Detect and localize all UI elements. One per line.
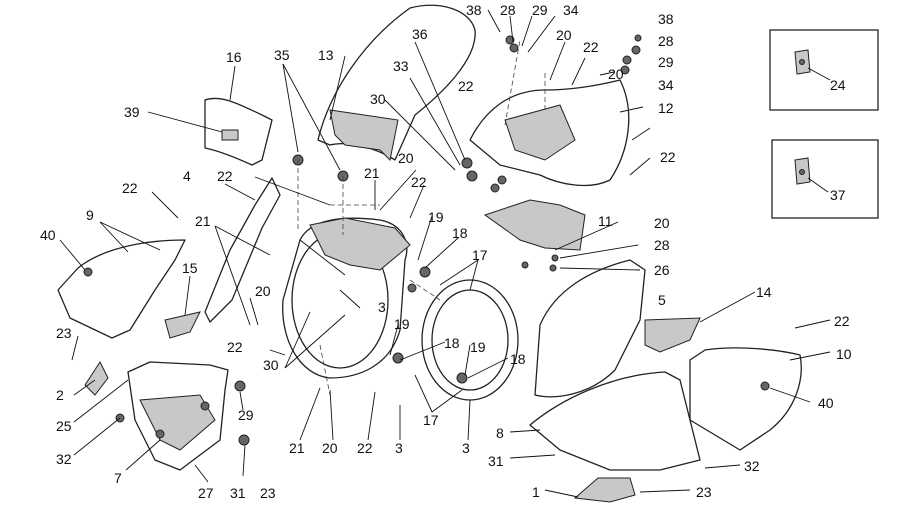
inset-label-bottom: 37 bbox=[830, 187, 846, 203]
callout-11: 11 bbox=[598, 213, 613, 229]
callout-20: 20 bbox=[322, 440, 338, 456]
callout-2: 2 bbox=[56, 387, 64, 403]
callout-28: 28 bbox=[654, 237, 670, 253]
callout-16: 16 bbox=[226, 49, 242, 65]
part-5-panel bbox=[534, 259, 646, 398]
callout-25: 25 bbox=[56, 418, 72, 434]
callout-18: 18 bbox=[444, 335, 460, 351]
callout-18: 18 bbox=[452, 225, 468, 241]
callout-3: 3 bbox=[378, 299, 386, 315]
callout-19: 19 bbox=[470, 339, 486, 355]
callout-9: 9 bbox=[86, 207, 94, 223]
part-windscreen-bracket bbox=[329, 109, 399, 162]
fasteners bbox=[115, 34, 642, 446]
part-40-marker bbox=[83, 267, 93, 277]
inset-box-bottom bbox=[771, 139, 879, 219]
callout-22: 22 bbox=[227, 339, 243, 355]
part-4-strip bbox=[204, 177, 281, 323]
callout-21: 21 bbox=[364, 165, 380, 181]
callout-40: 40 bbox=[818, 395, 834, 411]
callout-38: 38 bbox=[658, 11, 674, 27]
callout-22: 22 bbox=[834, 313, 850, 329]
callout-17: 17 bbox=[423, 412, 439, 428]
callout-22: 22 bbox=[357, 440, 373, 456]
callout-20: 20 bbox=[255, 283, 271, 299]
callout-38: 38 bbox=[466, 2, 482, 18]
callout-27: 27 bbox=[198, 485, 214, 501]
callout-19: 19 bbox=[394, 316, 410, 332]
callout-29: 29 bbox=[658, 54, 674, 70]
part-1-bracket bbox=[573, 477, 636, 503]
callout-17: 17 bbox=[472, 247, 488, 263]
callout-19: 19 bbox=[428, 209, 444, 225]
callout-7: 7 bbox=[114, 470, 122, 486]
callout-22: 22 bbox=[217, 168, 233, 184]
callout-10: 10 bbox=[836, 346, 852, 362]
callout-22: 22 bbox=[583, 39, 599, 55]
callout-15: 15 bbox=[182, 260, 198, 276]
callout-3: 3 bbox=[395, 440, 403, 456]
callout-18: 18 bbox=[510, 351, 526, 367]
callout-12: 12 bbox=[658, 100, 674, 116]
callout-28: 28 bbox=[658, 33, 674, 49]
part-3-top-bracket bbox=[309, 217, 411, 271]
callout-31: 31 bbox=[230, 485, 246, 501]
callout-22: 22 bbox=[458, 78, 474, 94]
callout-33: 33 bbox=[393, 58, 409, 74]
callout-23: 23 bbox=[56, 325, 72, 341]
callout-34: 34 bbox=[658, 77, 674, 93]
callout-36: 36 bbox=[412, 26, 428, 42]
callout-29: 29 bbox=[532, 2, 548, 18]
callout-20: 20 bbox=[654, 215, 670, 231]
part-11-bracket bbox=[483, 199, 586, 251]
callout-23: 23 bbox=[696, 484, 712, 500]
callout-26: 26 bbox=[654, 262, 670, 278]
callout-23: 23 bbox=[260, 485, 276, 501]
callout-35: 35 bbox=[274, 47, 290, 63]
callout-29: 29 bbox=[238, 407, 254, 423]
part-10-fairing bbox=[689, 347, 802, 451]
part-15-panel bbox=[164, 311, 201, 339]
callout-32: 32 bbox=[744, 458, 760, 474]
callout-1: 1 bbox=[532, 484, 540, 500]
assembly-lines bbox=[297, 39, 546, 396]
callout-28: 28 bbox=[500, 2, 516, 18]
inset-box-top bbox=[769, 29, 879, 111]
callout-30: 30 bbox=[263, 357, 279, 373]
callout-13: 13 bbox=[318, 47, 334, 63]
part-39-badge bbox=[221, 129, 239, 141]
callout-39: 39 bbox=[124, 104, 140, 120]
callout-20: 20 bbox=[398, 150, 414, 166]
callout-31: 31 bbox=[488, 453, 504, 469]
callout-32: 32 bbox=[56, 451, 72, 467]
part-2-tab bbox=[84, 360, 109, 396]
callout-labels: 38 28 29 34 20 22 38 28 20 29 34 12 22 3… bbox=[40, 2, 852, 501]
callout-21: 21 bbox=[289, 440, 305, 456]
part-9-fairing bbox=[57, 239, 186, 339]
part-12-inner bbox=[504, 104, 576, 161]
inset-label-top: 24 bbox=[830, 77, 846, 93]
callout-22: 22 bbox=[122, 180, 138, 196]
callout-20: 20 bbox=[556, 27, 572, 43]
callout-40: 40 bbox=[40, 227, 56, 243]
callout-14: 14 bbox=[756, 284, 772, 300]
part-14-panel bbox=[644, 317, 701, 353]
leader-lines bbox=[59, 9, 831, 498]
callout-34: 34 bbox=[563, 2, 579, 18]
callout-30: 30 bbox=[370, 91, 386, 107]
callout-22: 22 bbox=[411, 174, 427, 190]
callout-22: 22 bbox=[660, 149, 676, 165]
callout-21: 21 bbox=[195, 213, 211, 229]
callout-8: 8 bbox=[496, 425, 504, 441]
callout-5: 5 bbox=[658, 292, 666, 308]
callout-6: 3 bbox=[462, 440, 470, 456]
part-40-marker-right bbox=[760, 381, 770, 391]
part-8-fairing bbox=[529, 371, 701, 471]
callout-4: 4 bbox=[183, 168, 191, 184]
callout-20: 20 bbox=[608, 66, 624, 82]
